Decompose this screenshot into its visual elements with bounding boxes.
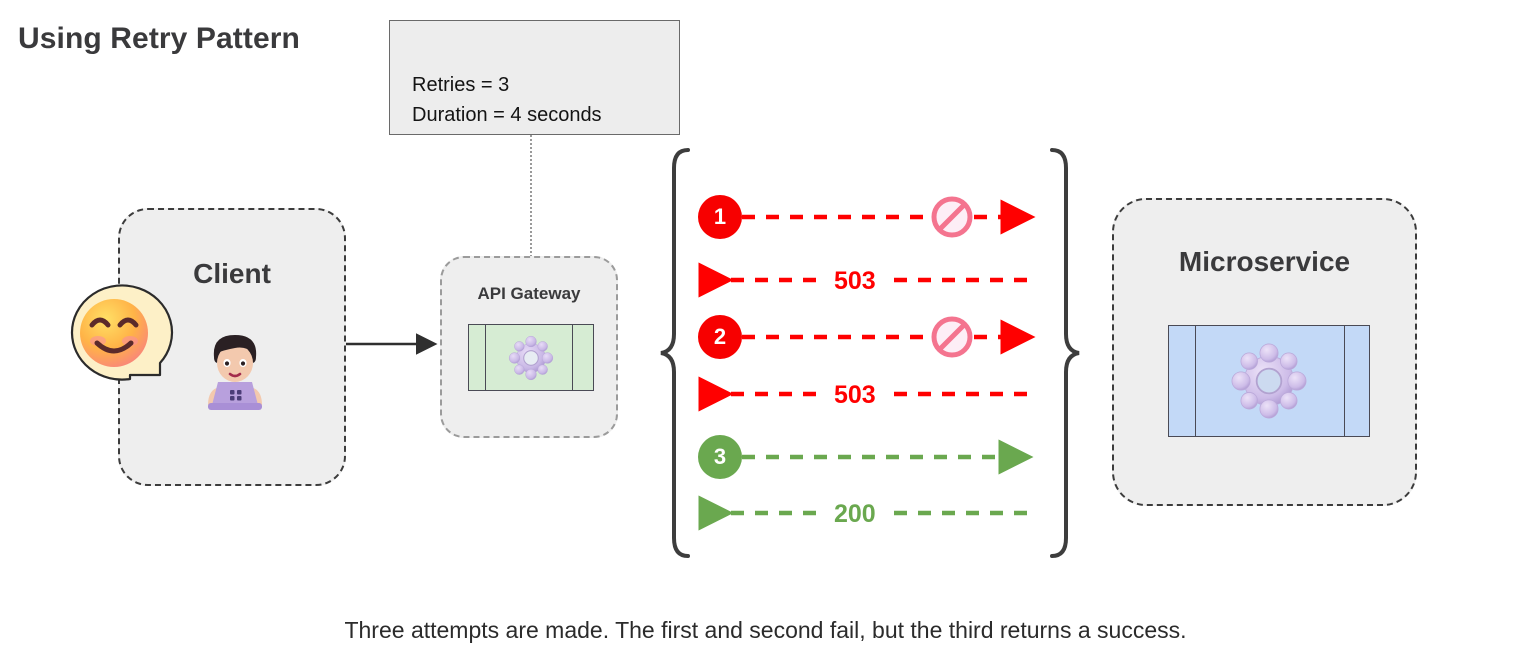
microservice-group-box: Microservice: [1112, 198, 1417, 506]
gear-rack-icon: [468, 324, 594, 391]
attempt-2-request-row: 2: [698, 315, 1038, 359]
retry-group-brace-right: [1048, 146, 1082, 560]
note-retries-line: Retries = 3: [412, 74, 510, 96]
attempt-1-request-arrow: [742, 196, 1036, 238]
rack-divider-left: [1195, 326, 1196, 436]
rack-divider-right: [1344, 326, 1345, 436]
attempt-2-request-arrow: [742, 316, 1036, 358]
attempt-badge-2: 2: [698, 315, 742, 359]
attempt-3-request-arrow: [742, 439, 1034, 475]
gear-icon: [1169, 326, 1369, 436]
attempt-1-response-row: 503: [698, 258, 1038, 302]
attempt-2-response-row: 503: [698, 372, 1038, 416]
client-label: Client: [193, 258, 271, 289]
microservice-label: Microservice: [1178, 246, 1351, 277]
diagram-caption: Three attempts are made. The first and s…: [344, 617, 1187, 643]
status-code-503-second: 503: [834, 381, 876, 409]
attempt-2-response-arrow: [698, 376, 1028, 412]
prohibition-icon: [931, 316, 973, 358]
retry-group-brace-left: [658, 146, 692, 560]
attempt-badge-3: 3: [698, 435, 742, 479]
attempt-3-response-row: 200: [698, 491, 1038, 535]
attempt-3-request-row: 3: [698, 435, 1038, 479]
person-at-laptop-icon: [196, 327, 274, 411]
note-connector-line: [530, 135, 532, 257]
gear-icon: [469, 325, 593, 390]
prohibition-icon: [931, 196, 973, 238]
api-gateway-box: API Gateway: [440, 256, 618, 438]
attempt-1-response-arrow: [698, 262, 1028, 298]
retry-config-note: Retries = 3 Duration = 4 seconds: [389, 20, 680, 135]
smiling-face-icon: [64, 283, 204, 393]
client-to-gateway-arrow: [344, 330, 444, 358]
note-duration-line: Duration = 4 seconds: [412, 104, 602, 126]
attempt-1-request-row: 1: [698, 195, 1038, 239]
gear-rack-icon: [1168, 325, 1370, 437]
rack-divider-left: [485, 325, 486, 390]
attempt-badge-1: 1: [698, 195, 742, 239]
page-title: Using Retry Pattern: [18, 22, 300, 55]
attempt-3-response-arrow: [698, 495, 1028, 531]
api-gateway-label: API Gateway: [477, 284, 581, 303]
rack-divider-right: [572, 325, 573, 390]
status-code-503-first: 503: [834, 267, 876, 295]
status-code-200: 200: [834, 500, 876, 528]
